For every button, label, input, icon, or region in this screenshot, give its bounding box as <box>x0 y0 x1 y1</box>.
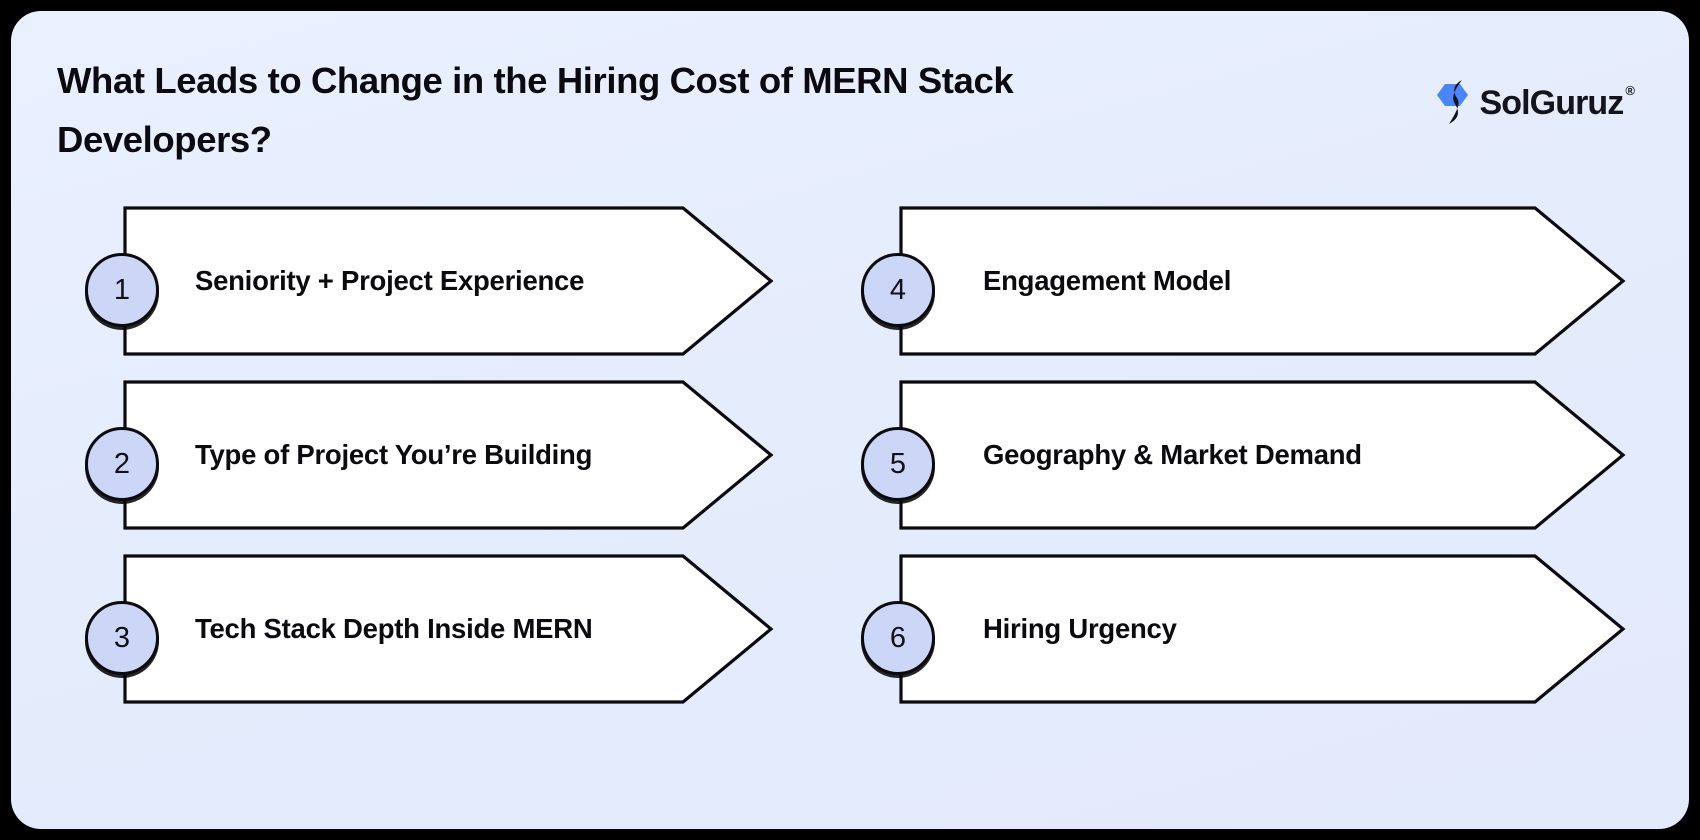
content-panel: What Leads to Change in the Hiring Cost … <box>11 11 1689 829</box>
chevron-arrow-shape <box>123 380 774 530</box>
chevron-arrow-shape <box>899 206 1626 356</box>
brand-logo: SolGuruz ® <box>1431 79 1635 125</box>
step-number-badge: 4 <box>861 253 935 327</box>
list-item-label: Seniority + Project Experience <box>195 265 585 296</box>
step-number-badge: 5 <box>861 427 935 501</box>
chevron-arrow-shape <box>123 206 774 356</box>
page-title: What Leads to Change in the Hiring Cost … <box>57 60 1014 161</box>
list-item[interactable]: 2 Type of Project You’re Building <box>73 380 774 530</box>
header: What Leads to Change in the Hiring Cost … <box>57 51 1657 181</box>
step-number-badge: 3 <box>85 601 159 675</box>
brand-wordmark: SolGuruz <box>1479 84 1624 122</box>
solguruz-hexagon-logo-icon <box>1437 80 1469 124</box>
list-item-label: Tech Stack Depth Inside MERN <box>195 613 593 644</box>
list-item[interactable]: 6 Hiring Urgency <box>849 554 1639 704</box>
right-column: 4 Engagement Model 5 Geography & Market … <box>849 206 1639 746</box>
list-item-label: Engagement Model <box>983 265 1232 296</box>
step-number-badge: 1 <box>85 253 159 327</box>
list-item-label: Geography & Market Demand <box>983 439 1362 470</box>
list-item[interactable]: 4 Engagement Model <box>849 206 1639 356</box>
step-number-badge: 6 <box>861 601 935 675</box>
step-number-badge: 2 <box>85 427 159 501</box>
left-column: 1 Seniority + Project Experience 2 Type … <box>73 206 774 746</box>
list-item[interactable]: 1 Seniority + Project Experience <box>73 206 774 356</box>
list-item[interactable]: 3 Tech Stack Depth Inside MERN <box>73 554 774 704</box>
chevron-arrow-shape <box>123 554 774 704</box>
registered-trademark-icon: ® <box>1625 83 1635 98</box>
list-item-label: Type of Project You’re Building <box>195 439 593 470</box>
chevron-arrow-shape <box>899 380 1626 530</box>
list-item-label: Hiring Urgency <box>983 613 1177 644</box>
arrow-columns: 1 Seniority + Project Experience 2 Type … <box>11 206 1700 746</box>
chevron-arrow-shape <box>899 554 1626 704</box>
list-item[interactable]: 5 Geography & Market Demand <box>849 380 1639 530</box>
